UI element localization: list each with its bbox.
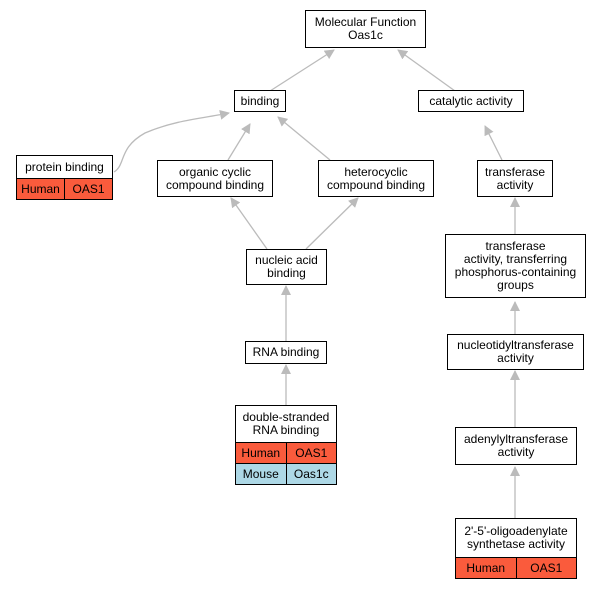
- node-molecular-function-root[interactable]: Molecular Function Oas1c: [305, 10, 426, 48]
- node-binding[interactable]: binding: [234, 90, 286, 112]
- edge-nucleic-acid-to-heterocyclic: [305, 197, 359, 250]
- node-label: heterocyclic compound binding: [326, 164, 426, 192]
- node-protein-binding[interactable]: protein binding Human OAS1: [16, 155, 113, 200]
- gene-label: Oas1c: [285, 464, 337, 484]
- node-label: double-stranded RNA binding: [242, 410, 330, 437]
- species-label: Human: [21, 182, 60, 196]
- edge-catalytic-to-root: [397, 49, 456, 92]
- species-label: Mouse: [242, 467, 279, 481]
- node-transferase-phosphorus-groups[interactable]: transferase activity, transferring phosp…: [445, 234, 586, 298]
- node-transferase-activity[interactable]: transferase activity: [477, 160, 553, 197]
- species-label: Human: [241, 446, 281, 460]
- node-oligoadenylate-synthetase-activity[interactable]: 2'-5'-oligoadenylate synthetase activity…: [455, 518, 577, 579]
- node-label: Molecular Function Oas1c: [314, 15, 417, 42]
- edge-heterocyclic-to-binding: [277, 116, 331, 161]
- gene-label: OAS1: [515, 558, 577, 578]
- node-rna-binding[interactable]: RNA binding: [245, 341, 327, 364]
- node-heterocyclic-compound-binding[interactable]: heterocyclic compound binding: [318, 160, 434, 197]
- edge-nucleic-acid-to-organic-cyclic: [230, 197, 268, 250]
- edge-organic-cyclic-to-binding: [227, 123, 251, 161]
- node-nucleotidyltransferase-activity[interactable]: nucleotidyltransferase activity: [447, 334, 584, 370]
- node-label: organic cyclic compound binding: [165, 164, 265, 192]
- node-label: nucleotidyltransferase activity: [457, 338, 574, 365]
- annotation-row-human: Human OAS1: [236, 442, 336, 463]
- node-organic-cyclic-compound-binding[interactable]: organic cyclic compound binding: [157, 160, 273, 197]
- species-label: Human: [466, 561, 506, 575]
- edge-transferase-to-catalytic: [484, 125, 503, 161]
- node-label: transferase activity, transferring phosp…: [454, 239, 577, 292]
- node-double-stranded-rna-binding[interactable]: double-stranded RNA binding Human OAS1 M…: [235, 405, 337, 485]
- node-label: adenylyltransferase activity: [463, 432, 569, 459]
- gene-label: OAS1: [285, 443, 337, 463]
- node-nucleic-acid-binding[interactable]: nucleic acid binding: [246, 249, 327, 285]
- node-label: binding: [240, 93, 280, 108]
- edge-protein-binding-to-binding: [113, 109, 230, 173]
- node-label: nucleic acid binding: [255, 253, 318, 280]
- annotation-row-human: Human OAS1: [17, 178, 112, 199]
- node-label: 2'-5'-oligoadenylate synthetase activity: [464, 524, 568, 551]
- node-adenylyltransferase-activity[interactable]: adenylyltransferase activity: [455, 427, 577, 465]
- node-catalytic-activity[interactable]: catalytic activity: [418, 90, 524, 112]
- node-label: protein binding: [25, 159, 104, 174]
- annotation-row-mouse: Mouse Oas1c: [236, 463, 336, 484]
- node-label: transferase activity: [484, 164, 546, 192]
- annotation-row-human: Human OAS1: [456, 557, 576, 578]
- edge-binding-to-root: [269, 49, 335, 92]
- node-label: catalytic activity: [429, 93, 513, 108]
- gene-label: OAS1: [64, 179, 112, 199]
- node-label: RNA binding: [252, 345, 320, 359]
